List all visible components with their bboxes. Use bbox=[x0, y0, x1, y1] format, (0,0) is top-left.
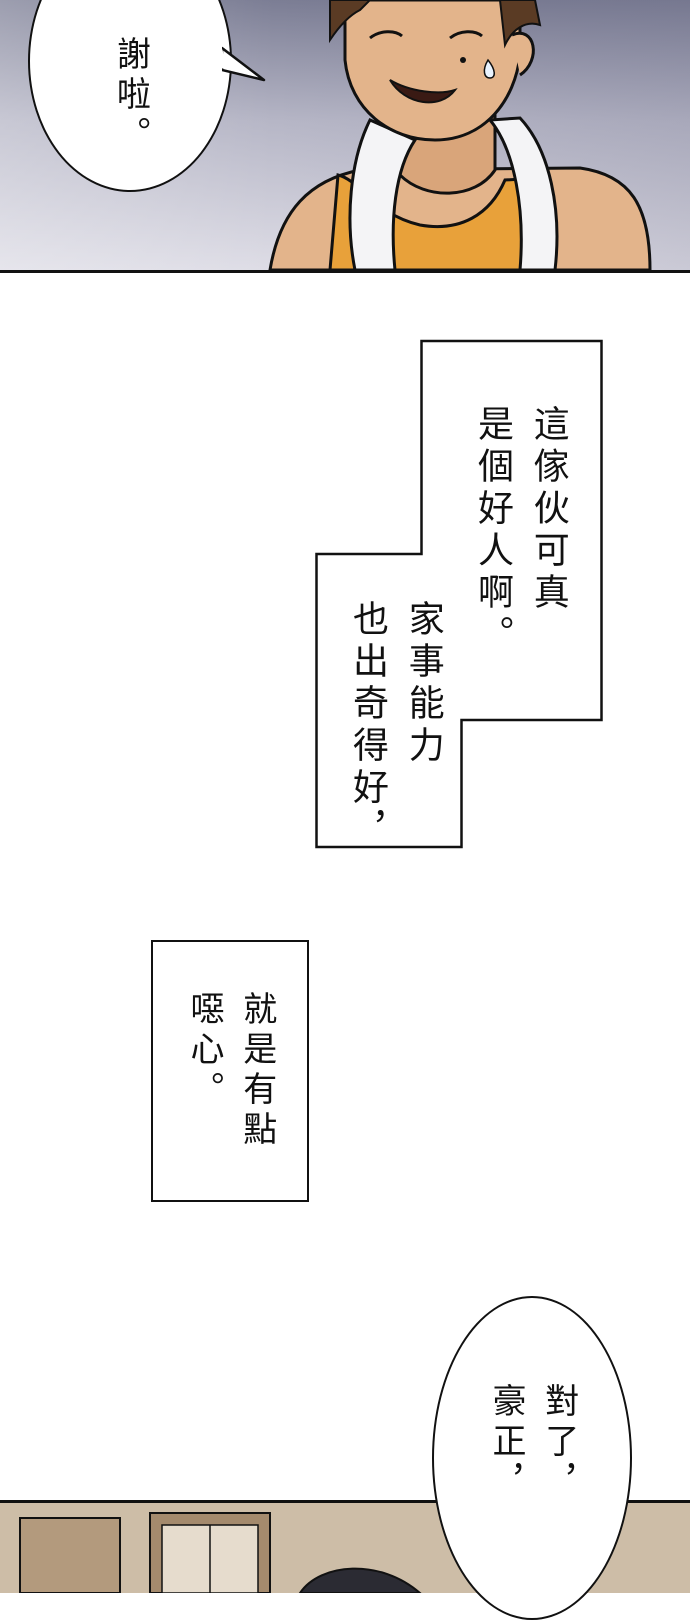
narration-box-2: 家事能力 也出奇得好， bbox=[335, 600, 455, 852]
speech-bubble-tail bbox=[222, 46, 266, 82]
speech-text-bottom: 對了， 豪正， bbox=[486, 1383, 579, 1503]
narration-text-2: 家事能力 也出奇得好， bbox=[347, 600, 444, 852]
narration-box-1: 這傢伙可真 是個好人啊。 bbox=[460, 405, 580, 665]
character-illustration bbox=[268, 0, 652, 270]
narration-text-3: 就是有點 噁心。 bbox=[184, 991, 277, 1151]
narration-box-3: 就是有點 噁心。 bbox=[151, 940, 309, 1202]
narration-text-1: 這傢伙可真 是個好人啊。 bbox=[472, 405, 569, 657]
speech-bubble-bottom: 對了， 豪正， bbox=[432, 1296, 632, 1620]
panel-top: 謝啦。 bbox=[0, 0, 690, 273]
narration-box-outline bbox=[315, 339, 603, 849]
speech-text-top: 謝啦。 bbox=[110, 36, 151, 156]
